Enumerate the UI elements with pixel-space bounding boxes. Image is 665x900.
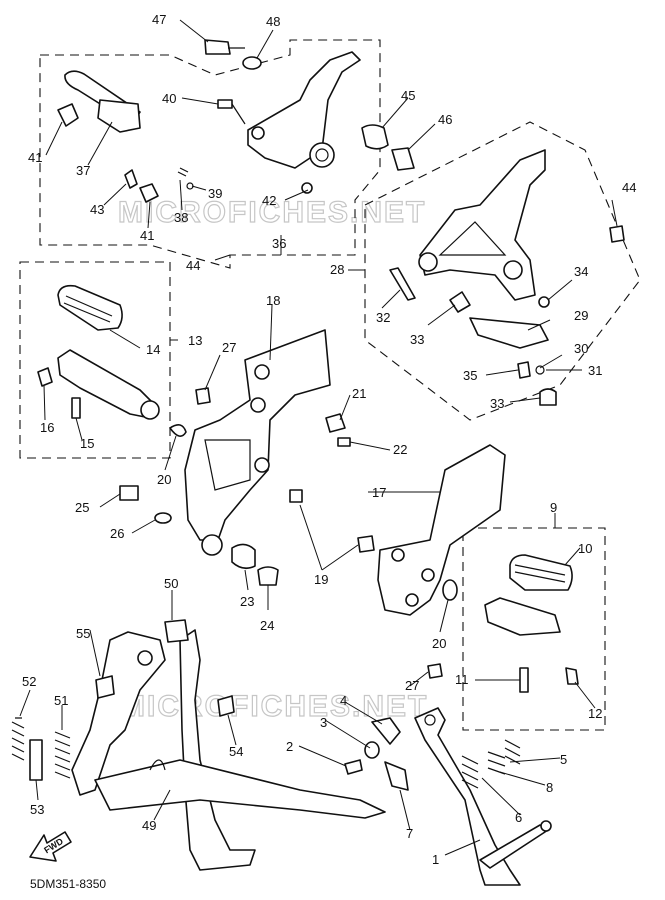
group-box-9 bbox=[462, 527, 606, 731]
callout-27b: 27 bbox=[405, 678, 419, 693]
callout-10: 10 bbox=[578, 541, 592, 556]
callout-9: 9 bbox=[550, 500, 557, 515]
callout-46: 46 bbox=[438, 112, 452, 127]
callout-52: 52 bbox=[22, 674, 36, 689]
callout-53: 53 bbox=[30, 802, 44, 817]
callout-45: 45 bbox=[401, 88, 415, 103]
callout-54: 54 bbox=[229, 744, 243, 759]
callout-2: 2 bbox=[286, 739, 293, 754]
diagram-code: 5DM351-8350 bbox=[30, 877, 106, 891]
callout-44a: 44 bbox=[186, 258, 200, 273]
callout-7: 7 bbox=[406, 826, 413, 841]
callout-16: 16 bbox=[40, 420, 54, 435]
callout-18: 18 bbox=[266, 293, 280, 308]
callout-15: 15 bbox=[80, 436, 94, 451]
callout-22: 22 bbox=[393, 442, 407, 457]
callout-44b: 44 bbox=[622, 180, 636, 195]
callout-42: 42 bbox=[262, 193, 276, 208]
watermark-top: MICROFICHES.NET bbox=[118, 196, 426, 229]
callout-55: 55 bbox=[76, 626, 90, 641]
callout-43: 43 bbox=[90, 202, 104, 217]
callout-30: 30 bbox=[574, 341, 588, 356]
passenger-peg-9 bbox=[484, 554, 579, 693]
side-stand-1 bbox=[344, 707, 552, 886]
callout-50: 50 bbox=[164, 576, 178, 591]
callout-33b: 33 bbox=[490, 396, 504, 411]
callout-19: 19 bbox=[314, 572, 328, 587]
callout-35: 35 bbox=[463, 368, 477, 383]
callout-8: 8 bbox=[546, 780, 553, 795]
callout-29: 29 bbox=[574, 308, 588, 323]
callout-37: 37 bbox=[76, 163, 90, 178]
callout-41a: 41 bbox=[28, 150, 42, 165]
callout-23: 23 bbox=[240, 594, 254, 609]
callout-5: 5 bbox=[560, 752, 567, 767]
center-stand-49 bbox=[11, 619, 386, 871]
main-bracket-18 bbox=[119, 329, 351, 586]
callout-3: 3 bbox=[320, 715, 327, 730]
callout-48: 48 bbox=[266, 14, 280, 29]
callout-20a: 20 bbox=[157, 472, 171, 487]
callout-34: 34 bbox=[574, 264, 588, 279]
callout-13: 13 bbox=[188, 333, 202, 348]
group-box-36 bbox=[39, 39, 381, 269]
brake-pedal-assembly bbox=[57, 39, 415, 203]
callout-24: 24 bbox=[260, 618, 274, 633]
callout-14: 14 bbox=[146, 342, 160, 357]
callout-17: 17 bbox=[372, 485, 386, 500]
callouts: 47 48 40 45 46 41 37 43 41 38 39 42 36 2… bbox=[22, 12, 636, 867]
group-box-13 bbox=[19, 261, 171, 459]
callout-20b: 20 bbox=[432, 636, 446, 651]
callout-21: 21 bbox=[352, 386, 366, 401]
callout-38: 38 bbox=[174, 210, 188, 225]
callout-36: 36 bbox=[272, 236, 286, 251]
callout-33a: 33 bbox=[410, 332, 424, 347]
callout-28: 28 bbox=[330, 262, 344, 277]
group-box-28 bbox=[364, 121, 641, 421]
callout-12: 12 bbox=[588, 706, 602, 721]
footrest-assembly-13 bbox=[37, 284, 160, 420]
callout-4: 4 bbox=[340, 693, 347, 708]
callout-1: 1 bbox=[432, 852, 439, 867]
callout-39: 39 bbox=[208, 186, 222, 201]
callout-11: 11 bbox=[455, 672, 469, 687]
leader-lines bbox=[19, 19, 618, 856]
callout-31: 31 bbox=[588, 363, 602, 378]
watermark-bottom: MICROFICHES.NET bbox=[120, 690, 428, 723]
forward-arrow: FWD bbox=[29, 831, 72, 862]
callout-40: 40 bbox=[162, 91, 176, 106]
callout-49: 49 bbox=[142, 818, 156, 833]
callout-47: 47 bbox=[152, 12, 166, 27]
callout-25: 25 bbox=[75, 500, 89, 515]
callout-41b: 41 bbox=[140, 228, 154, 243]
callout-51: 51 bbox=[54, 693, 68, 708]
callout-32: 32 bbox=[376, 310, 390, 325]
callout-26: 26 bbox=[110, 526, 124, 541]
callout-27a: 27 bbox=[222, 340, 236, 355]
footrest-bracket-28 bbox=[389, 149, 625, 406]
callout-6: 6 bbox=[515, 810, 522, 825]
bracket-17 bbox=[357, 444, 506, 679]
